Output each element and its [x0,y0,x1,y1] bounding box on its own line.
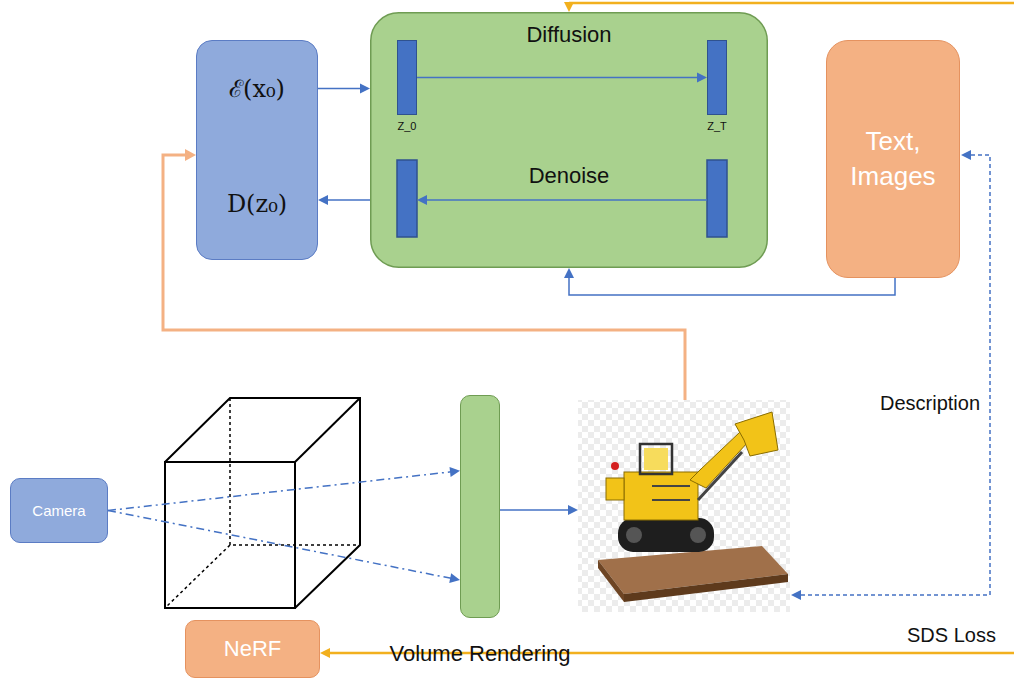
denoise-arrow [417,195,707,205]
nerf-box: NeRF [185,620,320,678]
bulldozer-render-part [624,472,698,520]
node-text: Diffusion [526,22,611,48]
render-arrow-part [500,509,568,511]
diffusion-box: DiffusionDenoiseZ_0Z_T [370,12,768,268]
arrow-head [450,467,460,477]
camera-box: Camera [10,478,108,543]
node-text: Z_0 [398,120,417,132]
connector-arrow [417,73,707,83]
bulldozer-render-part [652,486,690,500]
connector-line [108,511,451,579]
connector-line [569,277,895,295]
connector-arrow [320,2,1014,658]
feedback-line-part [185,149,196,161]
encoder-decoder-box: ℰ(x₀) D(z₀) [196,40,318,260]
bulldozer-render-part [618,518,714,552]
cube-wireframe-part [165,398,360,608]
latent-bar-part [707,160,727,237]
render-arrow-part [568,505,578,515]
diffusion-panel [371,13,768,268]
label-slot: Description [878,392,982,415]
node-text: Z_T [707,120,727,132]
connector-arrow [108,511,460,584]
condition-box: Text, Images [826,40,960,278]
latent-bar: Z_T [707,40,727,115]
bulldozer-render-part [690,527,706,543]
bulldozer-render [578,400,790,612]
node-text: D(z₀) [227,190,287,218]
connector-line [327,199,370,201]
latent-bar [397,160,727,237]
latent-bar: Z_0 [397,40,417,115]
cube-wireframe-part [165,398,360,608]
denoise-arrow-part [427,199,707,201]
diffusion-panel-part [371,13,768,268]
connector-line [318,88,361,90]
denoise-arrow-part [417,195,427,205]
arrow-head [564,268,574,278]
bulldozer-render-part [626,527,642,543]
description-line-part [961,150,971,160]
connector-line [108,472,451,511]
bulldozer-render-part [611,462,619,470]
volume-rendering-bar: Volume Rendering [460,395,500,618]
connector-line [329,3,1014,653]
bulldozer-render-part [644,448,668,470]
arrow-head [320,648,330,658]
edge-label-slot: SDS Loss [905,624,998,647]
edge-label: SDS Loss [905,624,998,647]
node-text: Camera [32,502,85,519]
latent-bar-part [397,160,417,237]
annotation-label: Description [878,392,982,415]
arrow-head [697,73,707,83]
bulldozer-render-part [690,432,748,488]
bulldozer-render-part [735,412,778,456]
node-text: Text, Images [841,124,945,194]
bulldozer-render-part [640,444,672,474]
feedback-line-part [163,155,685,400]
bulldozer-render-part [606,478,624,500]
cube-wireframe [165,398,360,608]
bulldozer-render-part [624,574,788,602]
connector-arrow [108,467,460,511]
connector-line [417,77,698,79]
render-arrow [500,505,578,515]
description-line-part [791,590,801,600]
node-text: NeRF [224,636,281,662]
arrow-head [318,195,328,205]
connector-arrow [318,83,370,93]
node-text: Volume Rendering [390,641,571,667]
bulldozer-render-part [598,560,624,602]
arrow-head [360,83,370,93]
node-text: Denoise [529,163,610,189]
bulldozer-render-part [698,452,742,500]
node-text: ℰ(x₀) [229,71,285,104]
cube-wireframe-part [295,398,360,462]
connector-arrow [318,195,370,205]
bulldozer-render-part [578,400,790,612]
